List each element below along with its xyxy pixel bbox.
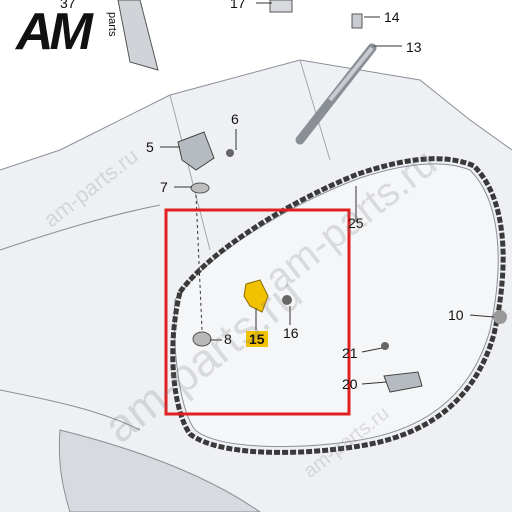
callout-17: 17 <box>230 0 246 11</box>
callout-10: 10 <box>448 307 464 323</box>
upper-frame <box>169 59 331 251</box>
part-14 <box>351 13 363 29</box>
leader-21 <box>361 347 383 353</box>
brand-logo-sub: parts <box>106 12 118 37</box>
callout-5: 5 <box>146 139 154 155</box>
callout-20: 20 <box>342 376 358 392</box>
callout-13: 13 <box>406 39 422 55</box>
callout-25: 25 <box>348 215 364 231</box>
leader-10 <box>469 314 495 318</box>
body-curve-2 <box>0 389 141 431</box>
part-15 <box>243 279 269 313</box>
buffer-10 <box>493 310 507 324</box>
callout-15: 15 <box>246 331 268 347</box>
screw-16 <box>282 295 292 305</box>
dashed-axis <box>195 194 203 331</box>
callout-6: 6 <box>231 111 239 127</box>
washer-7 <box>190 182 210 194</box>
body-curve <box>0 204 161 251</box>
callout-7: 7 <box>160 179 168 195</box>
callout-37: 37 <box>60 0 76 11</box>
gas-strut-rod <box>328 46 374 102</box>
part-17 <box>269 0 293 13</box>
bumper-8 <box>192 331 212 347</box>
leader-lines <box>160 2 495 385</box>
taillight <box>58 429 261 512</box>
callout-8: 8 <box>224 331 232 347</box>
bracket-20 <box>383 371 423 393</box>
bolt-21 <box>381 342 389 350</box>
callout-16: 16 <box>283 325 299 341</box>
brand-logo: AM <box>16 3 93 61</box>
callout-21: 21 <box>342 345 358 361</box>
tailgate-seal <box>170 156 506 455</box>
part-37 <box>117 0 159 71</box>
bolt-6 <box>226 149 234 157</box>
callout-14: 14 <box>384 9 400 25</box>
highlight-frame <box>164 208 351 416</box>
hinge-5 <box>177 131 215 171</box>
leader-20 <box>361 381 387 385</box>
